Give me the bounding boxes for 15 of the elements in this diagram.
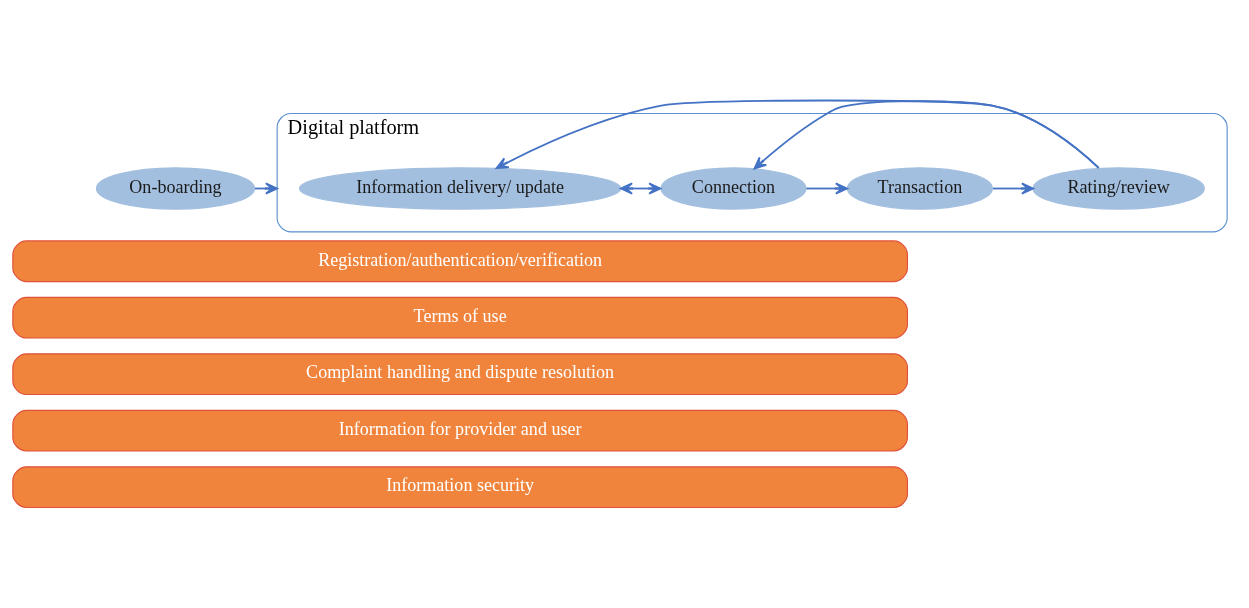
node-box: Terms of use	[12, 296, 909, 339]
arrow	[805, 182, 849, 195]
arrow	[495, 99, 1100, 169]
arrow	[753, 100, 1100, 170]
node-box: Complaint handling and dispute resolution	[12, 353, 909, 396]
node-box: Information security	[12, 466, 909, 509]
node-box: Registration/authentication/verification	[12, 240, 909, 283]
node-ellipse: Rating/review	[1032, 167, 1205, 210]
node-ellipse: Information delivery/ update	[298, 167, 622, 210]
arrow	[619, 182, 662, 195]
node-ellipse: On-boarding	[95, 167, 256, 210]
arrow	[992, 182, 1035, 195]
node-ellipse: Transaction	[846, 167, 993, 210]
node-ellipse: Connection	[660, 167, 807, 210]
node-box: Information for provider and user	[12, 409, 909, 452]
